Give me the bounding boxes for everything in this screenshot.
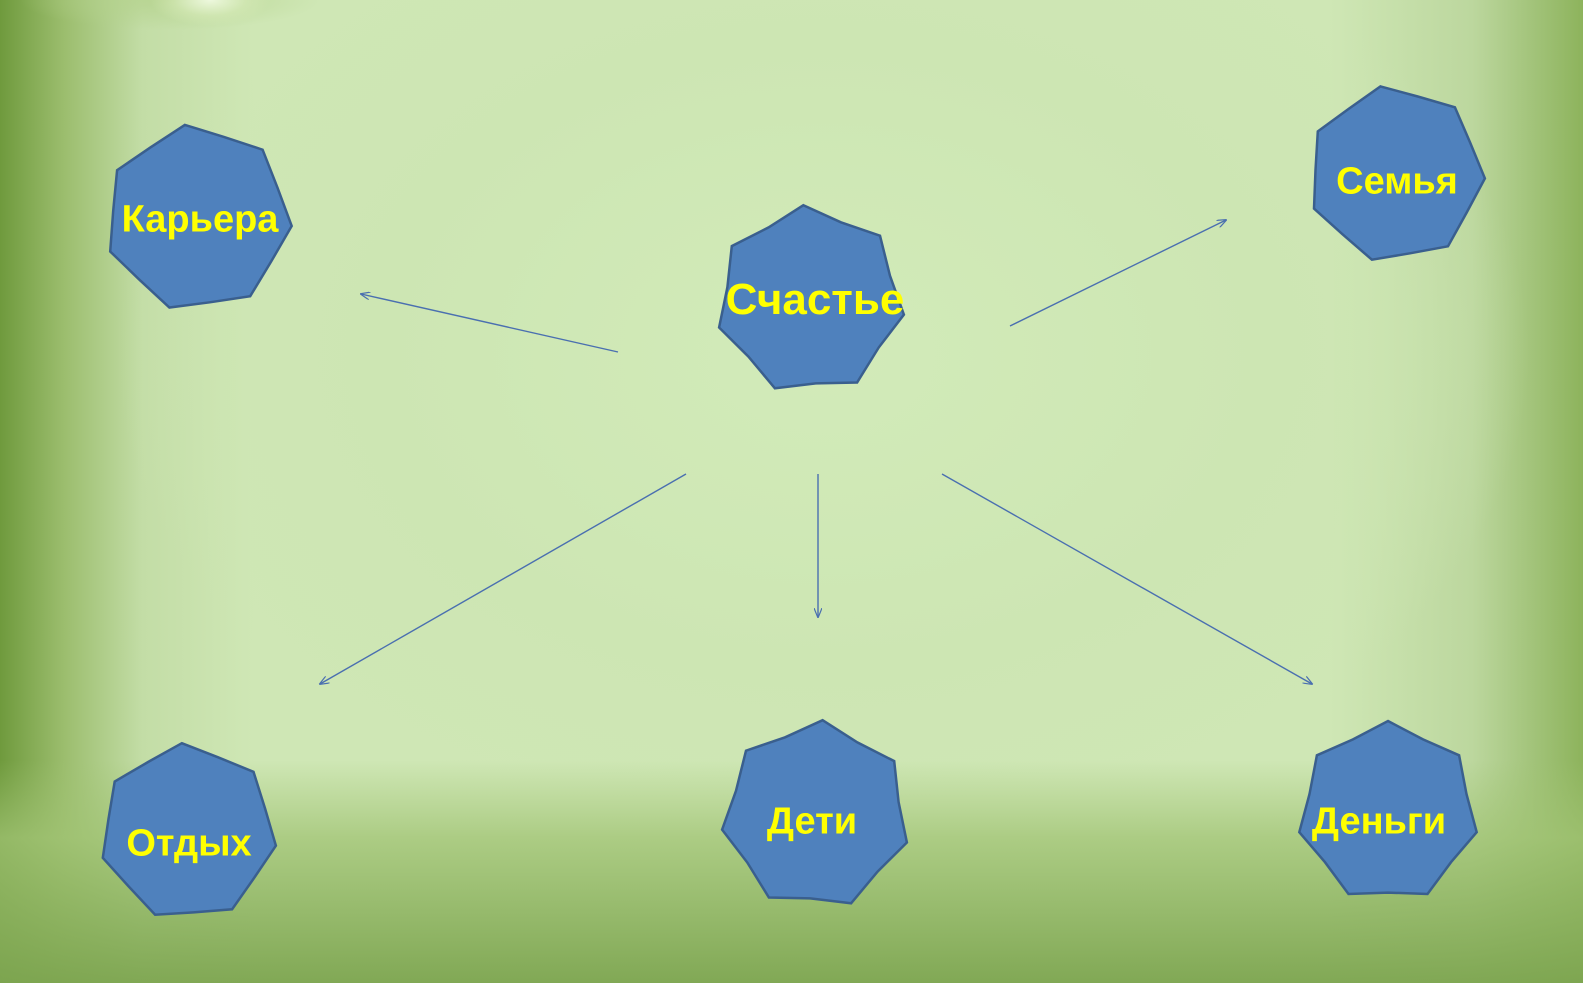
career-star-shape (108, 123, 294, 309)
children-star-label: Дети (766, 800, 858, 843)
connector-arrows (320, 220, 1312, 684)
center-star-label: Счастье (725, 275, 905, 324)
money-star-label: Деньги (1311, 800, 1447, 843)
arrow-to-career (361, 294, 619, 353)
family-star-shape (1312, 85, 1487, 262)
money-star-shape (1297, 719, 1479, 896)
arrow-to-family (1009, 220, 1226, 327)
children-star-shape (720, 718, 909, 905)
arrow-to-money (941, 473, 1312, 684)
rest-star-label: Отдых (126, 822, 252, 865)
star-nodes (101, 85, 1487, 916)
arrow-to-rest (320, 473, 687, 684)
flower-ornament-decoration (0, 0, 340, 40)
center-star-shape (717, 203, 906, 390)
family-star-label: Семья (1336, 160, 1458, 203)
rest-star-shape (101, 741, 278, 916)
career-star-label: Карьера (121, 198, 279, 241)
